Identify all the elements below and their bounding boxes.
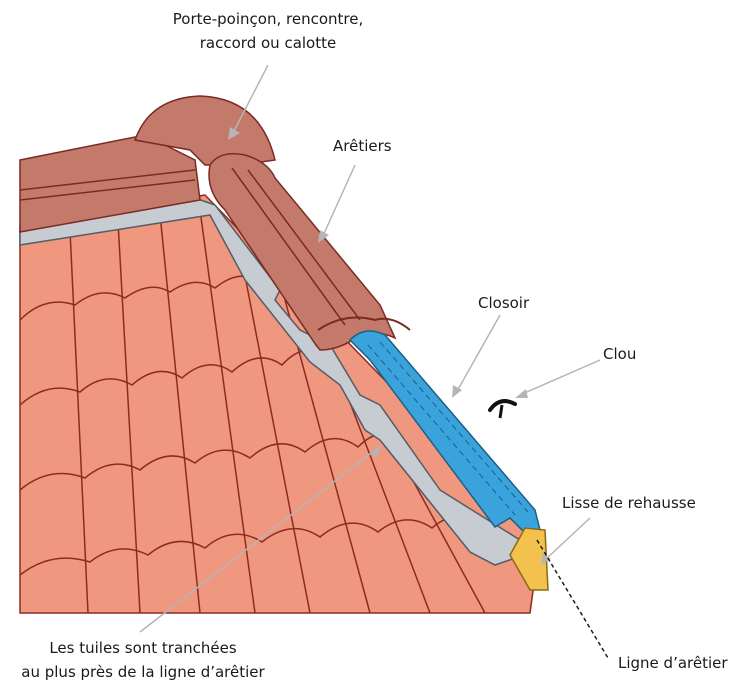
nail-icon <box>490 401 515 418</box>
label-clou: Clou <box>603 345 636 363</box>
label-tuiles-line1: Les tuiles sont tranchées <box>49 639 237 657</box>
leader-lisse <box>545 518 590 560</box>
label-aretiers: Arêtiers <box>333 137 392 155</box>
label-closoir: Closoir <box>478 294 530 312</box>
label-lisse-de-rehausse: Lisse de rehausse <box>562 494 696 512</box>
label-ligne-aretier: Ligne d’arêtier <box>618 654 728 672</box>
leader-closoir <box>456 315 500 393</box>
leader-aretiers <box>322 165 355 238</box>
leader-clou <box>520 360 600 395</box>
label-tuiles-line2: au plus près de la ligne d’arêtier <box>21 663 265 681</box>
label-porte-poincon-line2: raccord ou calotte <box>200 34 336 52</box>
label-porte-poincon-line1: Porte-poinçon, rencontre, <box>173 10 363 28</box>
